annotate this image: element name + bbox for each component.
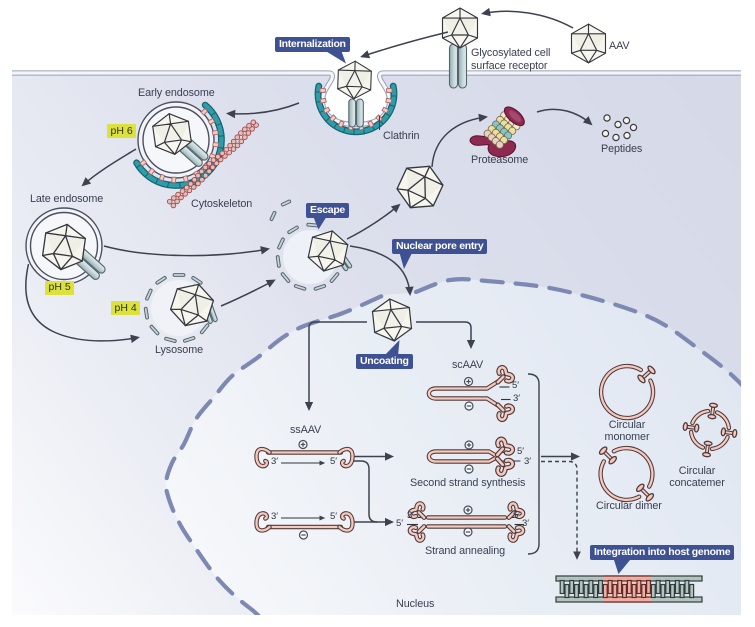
label-circular-concatemer-line1: Circular xyxy=(678,465,716,477)
callout-nuclear-pore-entry: Nuclear pore entry xyxy=(392,238,488,254)
label-second-strand-synthesis: Second strand synthesis xyxy=(410,477,526,489)
label-late-endosome: Late endosome xyxy=(30,193,104,205)
cytoskeleton-filament xyxy=(166,119,259,209)
strand-direction-arrows xyxy=(281,460,326,521)
prime-ssaav1-left: 3′ xyxy=(271,456,279,467)
prime-sss-bottom: 3′ xyxy=(524,455,532,467)
callout-internalization: Internalization xyxy=(275,36,350,52)
prime-sa-left-bottom: 5′ xyxy=(396,517,404,529)
label-ssaav: ssAAV xyxy=(290,424,322,436)
ph-chip-5: pH 5 xyxy=(45,280,75,295)
prime-scaav-top: 5′ xyxy=(512,379,520,391)
label-scaav: scAAV xyxy=(452,359,484,371)
label-peptides: Peptides xyxy=(601,143,643,155)
circular-monomer-icon xyxy=(601,365,656,418)
prime-ssaav2-right: 5′ xyxy=(330,510,338,522)
circular-concatemer-icon xyxy=(682,402,738,458)
arrow-late-endosome-to-lysosome xyxy=(25,263,140,343)
grouping-bracket xyxy=(527,373,540,555)
label-circular-concatemer-line2: concatemer xyxy=(669,476,725,489)
glycosylated-receptor-icon xyxy=(448,43,468,89)
callout-tail-internalization xyxy=(324,50,346,64)
label-circular-monomer-line1: Circular xyxy=(608,419,646,431)
label-circular-dimer: Circular dimer xyxy=(596,500,662,512)
proteasome-icon xyxy=(469,106,525,158)
label-glycosylated-receptor-line2: surface receptor xyxy=(471,59,548,72)
label-early-endosome: Early endosome xyxy=(138,87,215,99)
lysosome-membrane xyxy=(143,273,210,343)
label-strand-annealing: Strand annealing xyxy=(425,545,506,557)
label-glycosylated-receptor-line1: Glycosylated cell xyxy=(471,47,551,59)
circular-dimer-icon xyxy=(598,446,654,502)
minus-strand-icon xyxy=(298,530,309,540)
callout-tail-nuclear-pore-entry xyxy=(399,251,413,269)
plus-strand-icon xyxy=(463,505,473,515)
peptides-icon xyxy=(601,114,638,142)
arrow-aav-to-receptor xyxy=(481,7,574,29)
callout-escape: Escape xyxy=(306,203,349,218)
arrow-aav-to-proteasome xyxy=(431,113,488,168)
escape-vesicle-membrane xyxy=(275,222,340,291)
prime-sa-left-top: 3′ xyxy=(407,509,415,521)
arrow-proteasome-to-peptides xyxy=(536,108,593,126)
prime-scaav-bottom: 3′ xyxy=(513,393,521,404)
arrow-escape-to-cytosol xyxy=(346,203,401,240)
arrow-escape-to-nuclear-pore xyxy=(349,245,414,297)
callout-uncoating: Uncoating xyxy=(356,353,413,369)
vesicle-fragment xyxy=(269,210,277,222)
callout-tail-integration xyxy=(614,560,630,574)
arrow-uncoating-to-scaav xyxy=(416,321,476,350)
label-circular-monomer-line2: monomer xyxy=(604,430,650,443)
arrow-late-endosome-to-escape xyxy=(103,245,270,257)
arrow-pit-to-early-endosome xyxy=(225,102,300,119)
minus-strand-icon xyxy=(463,527,473,537)
minus-strand-icon xyxy=(464,464,474,474)
minus-strand-icon xyxy=(464,401,474,411)
label-clathrin: Clathrin xyxy=(383,130,420,142)
label-cytoskeleton: Cytoskeleton xyxy=(191,198,253,210)
callout-tail-uncoating xyxy=(384,340,400,356)
vesicle-fragment xyxy=(280,199,292,207)
arrow-receptor-to-pit xyxy=(360,31,449,59)
arrow-to-integration xyxy=(541,460,581,560)
prime-sa-right-bottom: 3′ xyxy=(522,518,530,529)
prime-ssaav2-left: 3′ xyxy=(271,511,279,522)
plus-strand-icon xyxy=(463,376,474,387)
dashed-arrows xyxy=(541,460,581,560)
label-nucleus: Nucleus xyxy=(396,598,435,610)
callout-tail-escape xyxy=(313,216,327,230)
label-aav: AAV xyxy=(609,40,630,52)
prime-sss-top: 5′ xyxy=(517,445,525,457)
ph-chip-4: pH 4 xyxy=(111,301,141,315)
label-proteasome: Proteasome xyxy=(471,154,529,166)
ph-chip-6: pH 6 xyxy=(107,124,137,138)
prime-sa-right-top: 5′ xyxy=(513,509,521,521)
clathrin-zipper xyxy=(319,87,393,131)
nuclear-envelope xyxy=(163,276,741,615)
receptor-icon xyxy=(348,98,364,128)
arrow-lysosome-to-escape xyxy=(220,279,276,307)
callout-integration: Integration into host genome xyxy=(590,544,735,560)
label-lysosome: Lysosome xyxy=(155,344,204,356)
prime-ssaav1-right: 5′ xyxy=(330,455,338,467)
arrow-early-to-late-endosome xyxy=(81,148,137,187)
plus-strand-icon xyxy=(464,440,474,450)
arrow-uncoating-to-ssaav xyxy=(304,321,367,412)
host-genome-dna-icon xyxy=(555,575,703,603)
clathrin-coat-icon xyxy=(314,82,398,136)
plus-strand-icon xyxy=(298,439,308,450)
flow-arrows xyxy=(25,7,593,527)
